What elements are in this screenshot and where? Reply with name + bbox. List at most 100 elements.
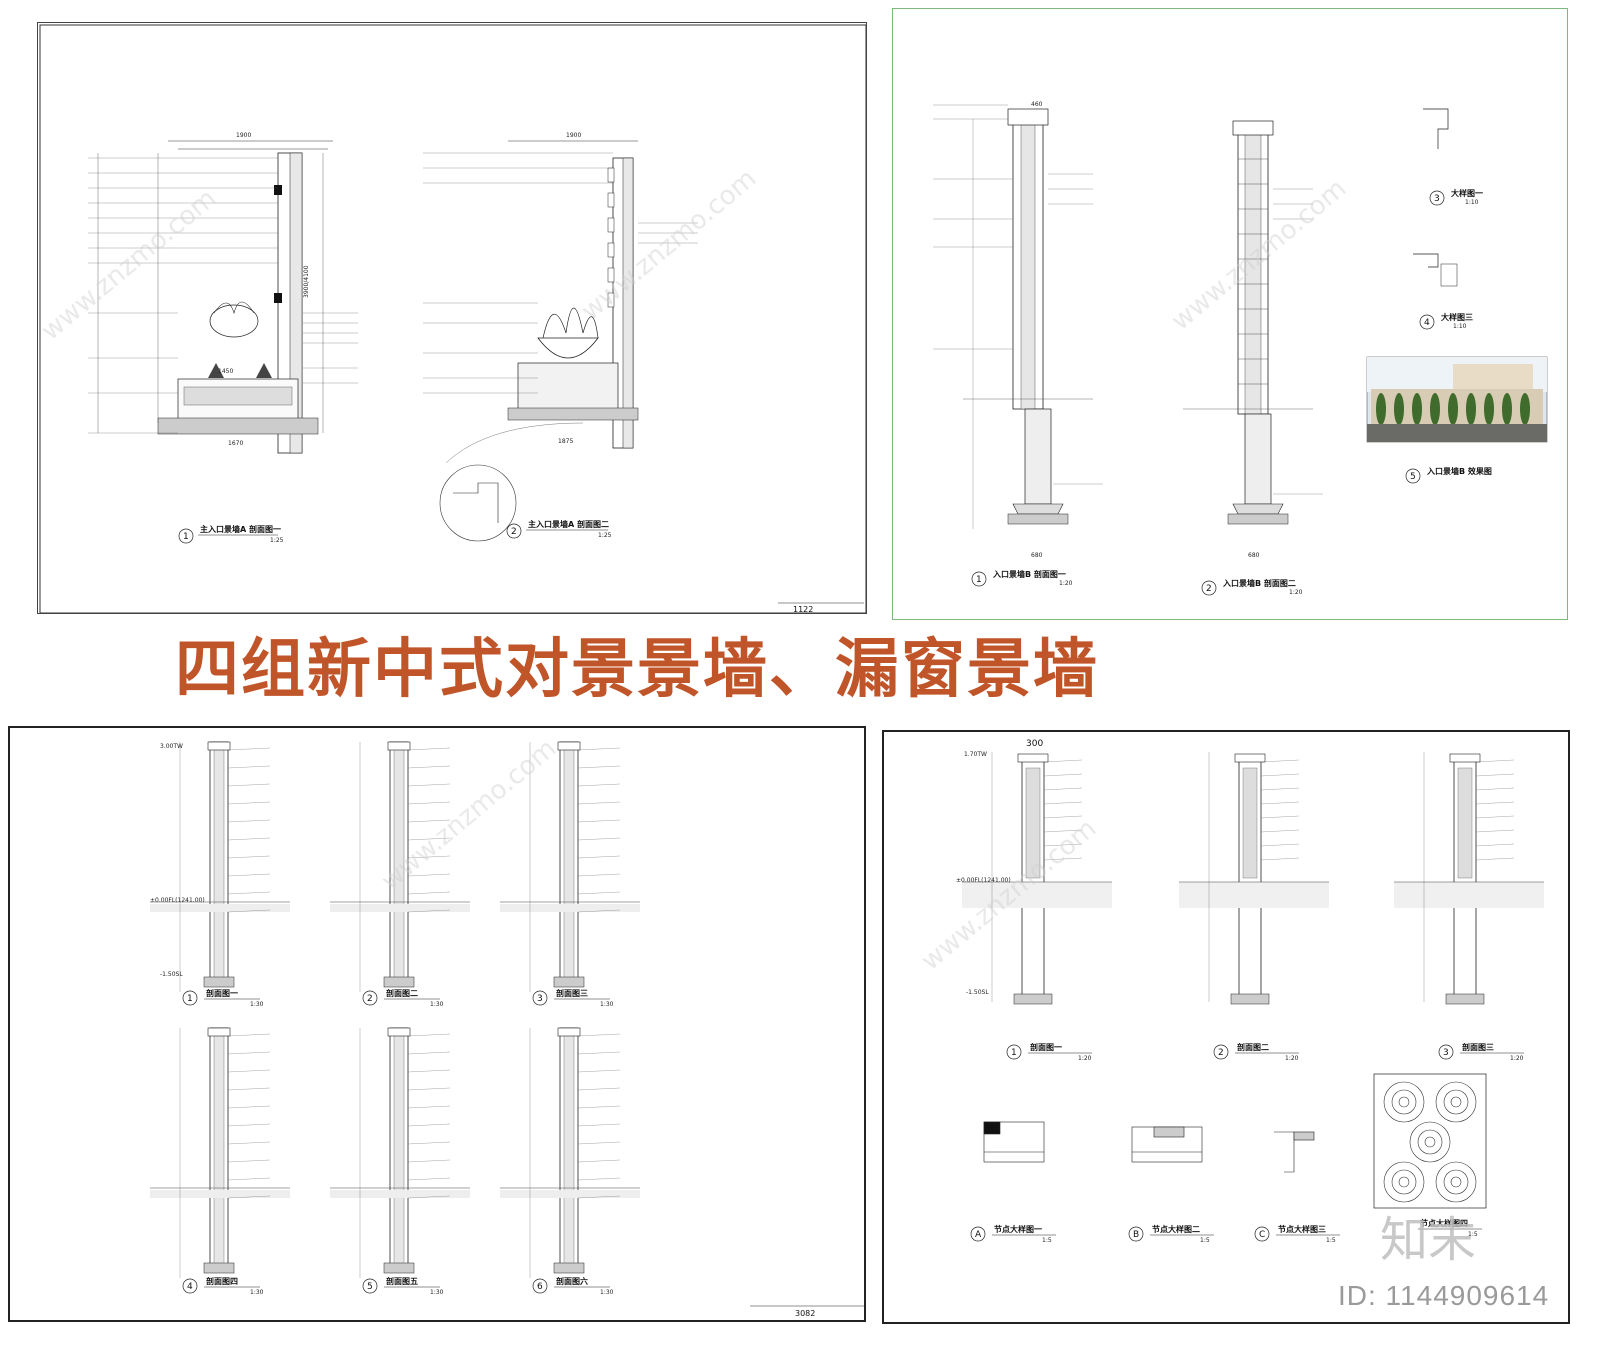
section-number: B (1133, 1230, 1139, 1240)
section-title: 主入口景墙A 剖面图二 (528, 519, 609, 529)
section-scale: 1:5 (1200, 1237, 1210, 1244)
section-number-circle (506, 523, 522, 539)
section-number-circle (1213, 1044, 1229, 1060)
section-number: 6 (537, 1282, 543, 1292)
wall-section (1179, 752, 1329, 1005)
watermark-logo: 知末 (1380, 1212, 1477, 1268)
section-title: 大样图一 (1451, 188, 1483, 198)
drawing-sheet-main-entrance-wall-a: 1900 1900 3900/4100 1450 1670 1875 1 主入口… (37, 22, 867, 614)
detail-pattern (1373, 1073, 1487, 1209)
section-scale: 1:30 (250, 1001, 264, 1008)
section-title: 剖面图三 (1462, 1042, 1494, 1052)
section-number: 2 (1218, 1048, 1224, 1058)
section-2-wall (439, 140, 639, 542)
section-number-circle (178, 528, 194, 544)
dim-label: 1670 (228, 440, 243, 447)
dim-label: 1875 (558, 438, 573, 445)
section-number-circle (182, 990, 198, 1006)
section-scale: 1:25 (598, 532, 612, 539)
section-number-circle (532, 990, 548, 1006)
sheet-tl-drawing: 1900 1900 3900/4100 1450 1670 1875 1 主入口… (39, 24, 866, 614)
section-number-circle (1006, 1044, 1022, 1060)
section-number-circle (362, 1278, 378, 1294)
rendering-image (1366, 356, 1548, 443)
section-number-circle (362, 990, 378, 1006)
section-number-circle (182, 1278, 198, 1294)
drawing-sheet-entrance-wall-b: 460 680 680 1 入口景墙B 剖面图一 1:20 2 入口景墙B 剖面… (892, 8, 1568, 620)
section-1-annotations (88, 157, 358, 434)
elevation-label: -1.50SL (160, 971, 183, 978)
section-title: 剖面图一 (1030, 1042, 1062, 1052)
section-title: 入口景墙B 效果图 (1426, 466, 1492, 476)
elevation-label: 3.00TW (160, 743, 183, 750)
dim-label: 1900 (566, 132, 581, 139)
sheet-number: 1122 (793, 605, 813, 614)
section-title: 节点大样图二 (1152, 1224, 1200, 1234)
dim-label: 3900/4100 (303, 265, 310, 298)
section-scale: 1:20 (1078, 1055, 1092, 1062)
section-number: 3 (1434, 194, 1440, 204)
drawing-sheet-sections-1-6: 3.00TW ±0.00FL(1241.00) -1.50SL 1 剖面图一 1:3… (8, 726, 866, 1322)
br-wall-sections (962, 752, 1544, 1005)
section-title: 剖面图六 (556, 1276, 588, 1286)
section-number: 4 (1424, 318, 1430, 328)
section-scale: 1:30 (600, 1001, 614, 1008)
section-number: 1 (183, 532, 189, 542)
section-title: 剖面图二 (1237, 1042, 1269, 1052)
section-scale: 1:20 (1285, 1055, 1299, 1062)
section-number-circle (970, 1226, 986, 1242)
section-2-annotations (423, 152, 698, 394)
wall-section (500, 741, 640, 992)
section-title: 节点大样图一 (994, 1224, 1042, 1234)
section-title: 节点大样图四 (1420, 1218, 1468, 1228)
section-scale: 1:5 (1326, 1237, 1336, 1244)
wall-section (962, 752, 1112, 1005)
dim-label: 1900 (236, 132, 251, 139)
section-number-circle (532, 1278, 548, 1294)
elevation-label: -1.50SL (966, 989, 989, 996)
section-scale: 1:25 (270, 537, 284, 544)
section-number: 3 (537, 994, 543, 1004)
detail-b (1131, 1126, 1203, 1163)
section-number: 2 (511, 527, 517, 537)
section-number: 2 (367, 994, 373, 1004)
section-1-wall (97, 140, 333, 454)
section-title: 剖面图四 (206, 1276, 238, 1286)
section-scale: 1:10 (1453, 323, 1467, 330)
sheet-tr-drawing: 460 680 680 1 入口景墙B 剖面图一 1:20 2 入口景墙B 剖面… (933, 101, 1548, 596)
section-number-circle (1128, 1226, 1144, 1242)
section-title: 剖面图五 (386, 1276, 418, 1286)
section-title: 剖面图一 (206, 988, 238, 998)
section-scale: 1:30 (250, 1289, 264, 1296)
section-number: 1 (976, 575, 982, 585)
wall-section (330, 1027, 470, 1278)
bl-wall-sections (150, 741, 640, 1278)
section-number: 1 (187, 994, 193, 1004)
elevation-label: ±0.00FL(1241.00) (956, 877, 1011, 884)
section-title: 主入口景墙A 剖面图一 (200, 524, 281, 534)
dim-label: 680 (1248, 552, 1260, 559)
elevation-label: 1.70TW (964, 751, 987, 758)
br-section-titles: 1剖面图一1:202剖面图二1:203剖面图三1:20A节点大样图一1:5B节点… (970, 1042, 1524, 1244)
dim-label: 460 (1031, 101, 1043, 108)
section-number: 5 (1410, 472, 1416, 482)
section-title: 入口景墙B 剖面图二 (1222, 578, 1296, 588)
section-number-circle (1254, 1226, 1270, 1242)
sheet-bl-drawing: 3.00TW ±0.00FL(1241.00) -1.50SL 1 剖面图一 1:3… (150, 741, 864, 1318)
section-title: 大样图三 (1441, 312, 1473, 322)
elevation-label: ±0.00FL(1241.00) (150, 897, 205, 904)
section-number: 1 (1011, 1048, 1017, 1058)
section-scale: 1:5 (1042, 1237, 1052, 1244)
section-number: C (1259, 1230, 1265, 1240)
dim-label: 1450 (218, 368, 233, 375)
detail-c (1274, 1131, 1315, 1173)
section-2-wall (1183, 120, 1323, 525)
section-number: 3 (1443, 1048, 1449, 1058)
sheet-number: 3082 (795, 1309, 815, 1318)
section-number: 4 (187, 1282, 193, 1292)
wall-section (500, 1027, 640, 1278)
section-title: 入口景墙B 剖面图一 (992, 569, 1066, 579)
section-title: 剖面图三 (556, 988, 588, 998)
headline-title: 四组新中式对景景墙、漏窗景墙 (175, 633, 1099, 707)
